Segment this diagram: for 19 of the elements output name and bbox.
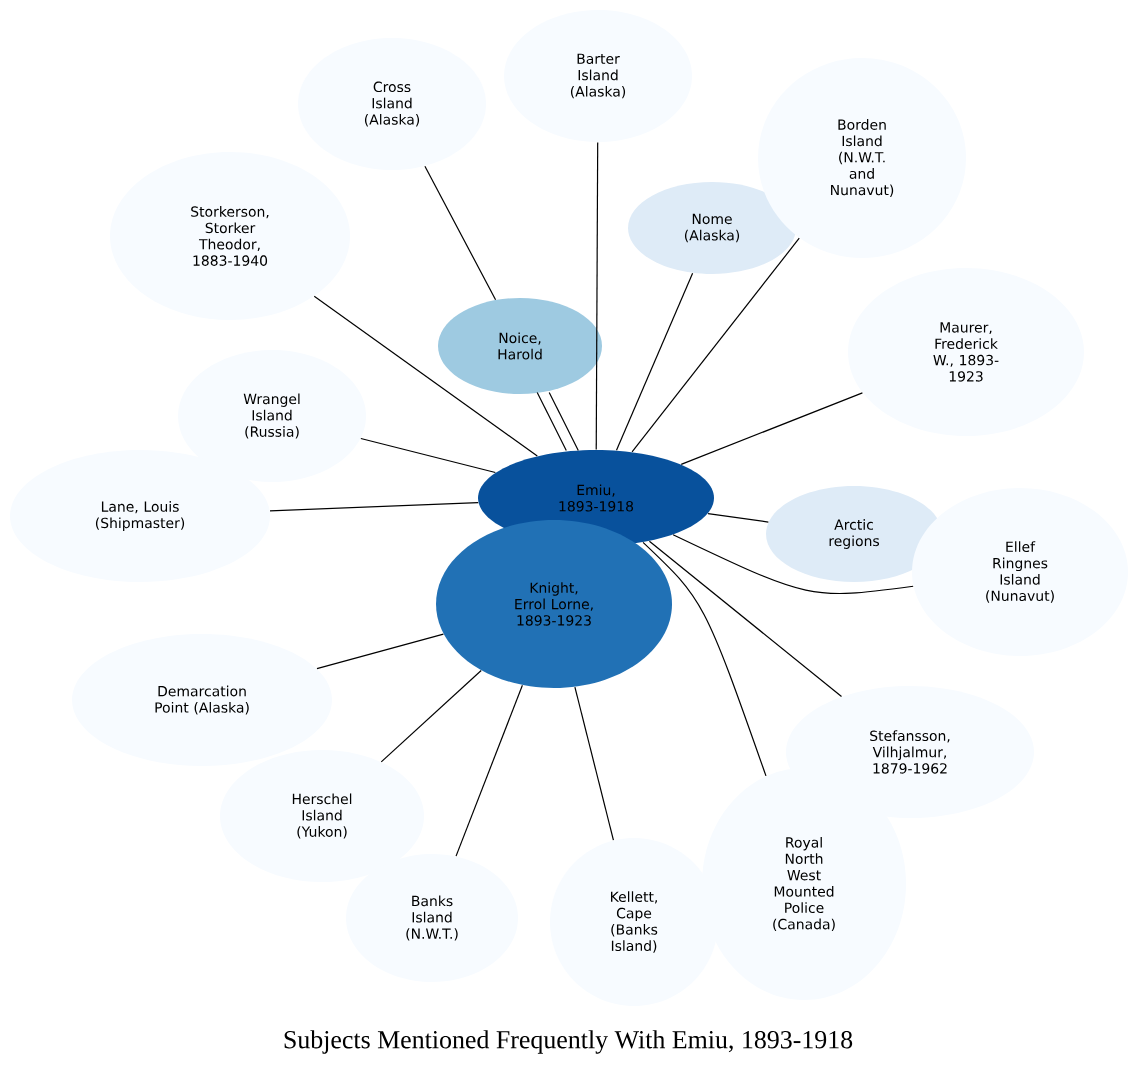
connector-line [360,437,496,474]
connector-line [424,165,497,301]
connector-line [631,237,800,453]
connector-line [574,686,614,841]
chart-title: Subjects Mentioned Frequently With Emiu, 1893-1918 [284,1030,853,1054]
connector-line [707,513,769,523]
connector-line [672,534,914,595]
connector-line [269,502,479,512]
connector-line [316,633,445,670]
connector-line [595,141,599,451]
connector-line [615,272,694,451]
connector-line [536,391,567,452]
connector-line [313,295,538,457]
connector-line [455,684,523,857]
connector-line [648,540,843,698]
connector-line [642,541,767,777]
connector-line [680,392,863,465]
connector-line [380,669,482,763]
connector-line [548,391,579,452]
